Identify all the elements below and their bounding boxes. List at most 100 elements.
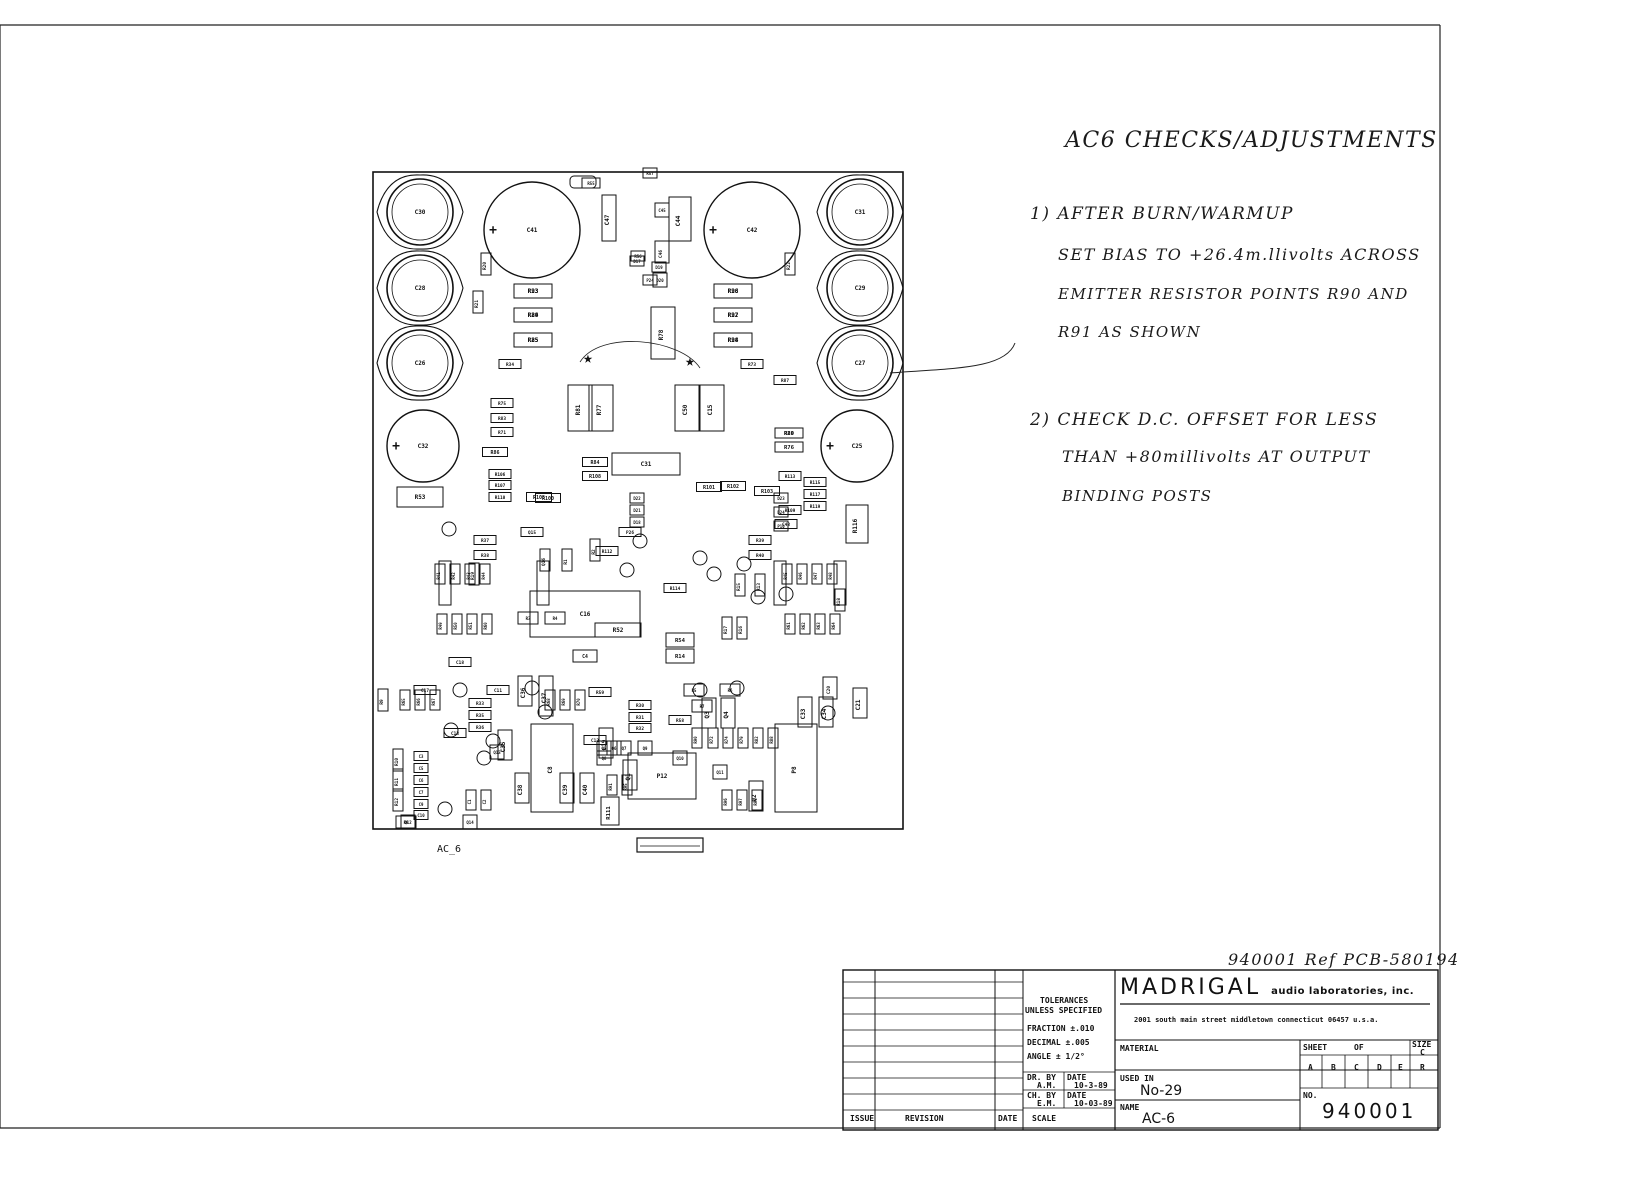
component-label: R44 bbox=[481, 572, 486, 580]
component-body bbox=[621, 774, 633, 796]
component-body bbox=[413, 751, 429, 761]
component-body bbox=[606, 740, 622, 756]
component-body bbox=[561, 548, 573, 572]
component-label: R59 bbox=[596, 690, 604, 696]
component-body bbox=[468, 722, 492, 732]
component-body bbox=[811, 563, 823, 585]
component-body bbox=[488, 469, 512, 479]
transistor-package bbox=[816, 325, 904, 401]
component-body bbox=[774, 427, 804, 439]
component-label: C30 bbox=[415, 209, 426, 216]
transistor bbox=[820, 705, 836, 721]
note-1-line-3: EMITTER RESISTOR POINTS R90 AND bbox=[1058, 285, 1409, 303]
component-label: R66 bbox=[416, 698, 421, 706]
component-body bbox=[774, 723, 818, 813]
component-label: Q10 bbox=[676, 756, 684, 761]
component-label: P12 bbox=[657, 773, 668, 780]
transistor bbox=[437, 801, 453, 817]
component-body bbox=[654, 202, 670, 218]
component-label: R40 bbox=[756, 553, 764, 559]
component-body bbox=[490, 413, 514, 423]
component-body bbox=[400, 814, 416, 830]
component-label: R60 bbox=[483, 622, 488, 630]
component-body bbox=[413, 685, 437, 695]
rev-d: D bbox=[1377, 1063, 1382, 1072]
capacitor-inner bbox=[391, 259, 449, 317]
component-label: R27 bbox=[728, 312, 739, 319]
transistor bbox=[485, 733, 501, 749]
component-body bbox=[720, 481, 746, 491]
component-body bbox=[611, 452, 681, 476]
component-body bbox=[691, 727, 703, 749]
component-label: Q6 bbox=[612, 746, 617, 751]
component-label: R69 bbox=[561, 698, 566, 706]
component-body bbox=[629, 504, 645, 516]
component-label: R84 bbox=[590, 460, 599, 466]
component-body bbox=[443, 728, 467, 738]
component-body bbox=[748, 550, 772, 560]
component-body bbox=[480, 252, 492, 276]
component-body bbox=[754, 486, 780, 496]
component-label: R98 bbox=[728, 288, 739, 295]
component-body bbox=[778, 471, 802, 481]
component-body bbox=[600, 796, 620, 826]
component-label: R8 bbox=[404, 820, 409, 825]
component-label: Q1 bbox=[625, 773, 632, 781]
component-body bbox=[451, 613, 463, 635]
component-label: C34 bbox=[821, 708, 828, 719]
component-body bbox=[774, 519, 798, 529]
component-label: R76 bbox=[784, 445, 795, 451]
note-1-line-1: 1) AFTER BURN/WARMUP bbox=[1030, 204, 1294, 224]
component-label: C1 bbox=[467, 799, 472, 804]
component-body bbox=[395, 815, 417, 829]
component-body bbox=[650, 306, 676, 360]
component-body bbox=[392, 788, 404, 812]
component-body bbox=[434, 563, 446, 585]
component-body bbox=[683, 683, 705, 697]
component-label: R73 bbox=[748, 362, 756, 368]
component-label: R90 bbox=[693, 736, 698, 744]
connector-p8-bracket bbox=[636, 837, 704, 853]
component-body bbox=[618, 527, 642, 537]
title-block bbox=[842, 969, 1439, 1131]
component-label: R109 bbox=[785, 508, 796, 514]
component-body bbox=[736, 789, 748, 811]
component-label: R35 bbox=[476, 713, 484, 719]
component-label: D23 bbox=[777, 496, 785, 501]
component-label: R22 bbox=[786, 262, 792, 270]
transistor bbox=[736, 556, 752, 572]
component-body bbox=[773, 492, 789, 504]
component-label: R39 bbox=[756, 538, 764, 544]
component-label: R36 bbox=[476, 725, 484, 731]
component-label: R110 bbox=[495, 495, 506, 501]
component-label: R86 bbox=[490, 450, 499, 456]
component-body bbox=[479, 563, 491, 585]
driver-transistor bbox=[536, 560, 550, 606]
board-caption: AC_6 bbox=[437, 844, 462, 855]
component-label: C28 bbox=[415, 285, 426, 292]
component-label: Q7 bbox=[622, 746, 627, 751]
capacitor-inner bbox=[831, 259, 889, 317]
component-label: R31 bbox=[636, 715, 644, 721]
component-label: C37 bbox=[541, 692, 548, 703]
component-label: R51 bbox=[468, 622, 473, 630]
component-label: R77 bbox=[596, 404, 603, 415]
component-label: R42 bbox=[451, 572, 456, 580]
component-body bbox=[582, 471, 608, 481]
component-label: C4 bbox=[582, 654, 588, 660]
component-label: R47 bbox=[813, 572, 818, 580]
transistor bbox=[706, 566, 722, 582]
component-body bbox=[628, 700, 652, 710]
component-body bbox=[488, 480, 512, 490]
component-body bbox=[852, 687, 868, 719]
component-body bbox=[513, 307, 553, 323]
component-label: C13 bbox=[451, 731, 459, 737]
component-body bbox=[712, 764, 728, 780]
component-label: R107 bbox=[495, 483, 506, 489]
component-body bbox=[845, 504, 869, 544]
component-body bbox=[498, 359, 522, 369]
component-body bbox=[514, 772, 530, 804]
component-body bbox=[582, 457, 608, 467]
component-body bbox=[396, 486, 444, 508]
pcb-reference-note: 940001 Ref PCB-580194 bbox=[1228, 950, 1460, 969]
